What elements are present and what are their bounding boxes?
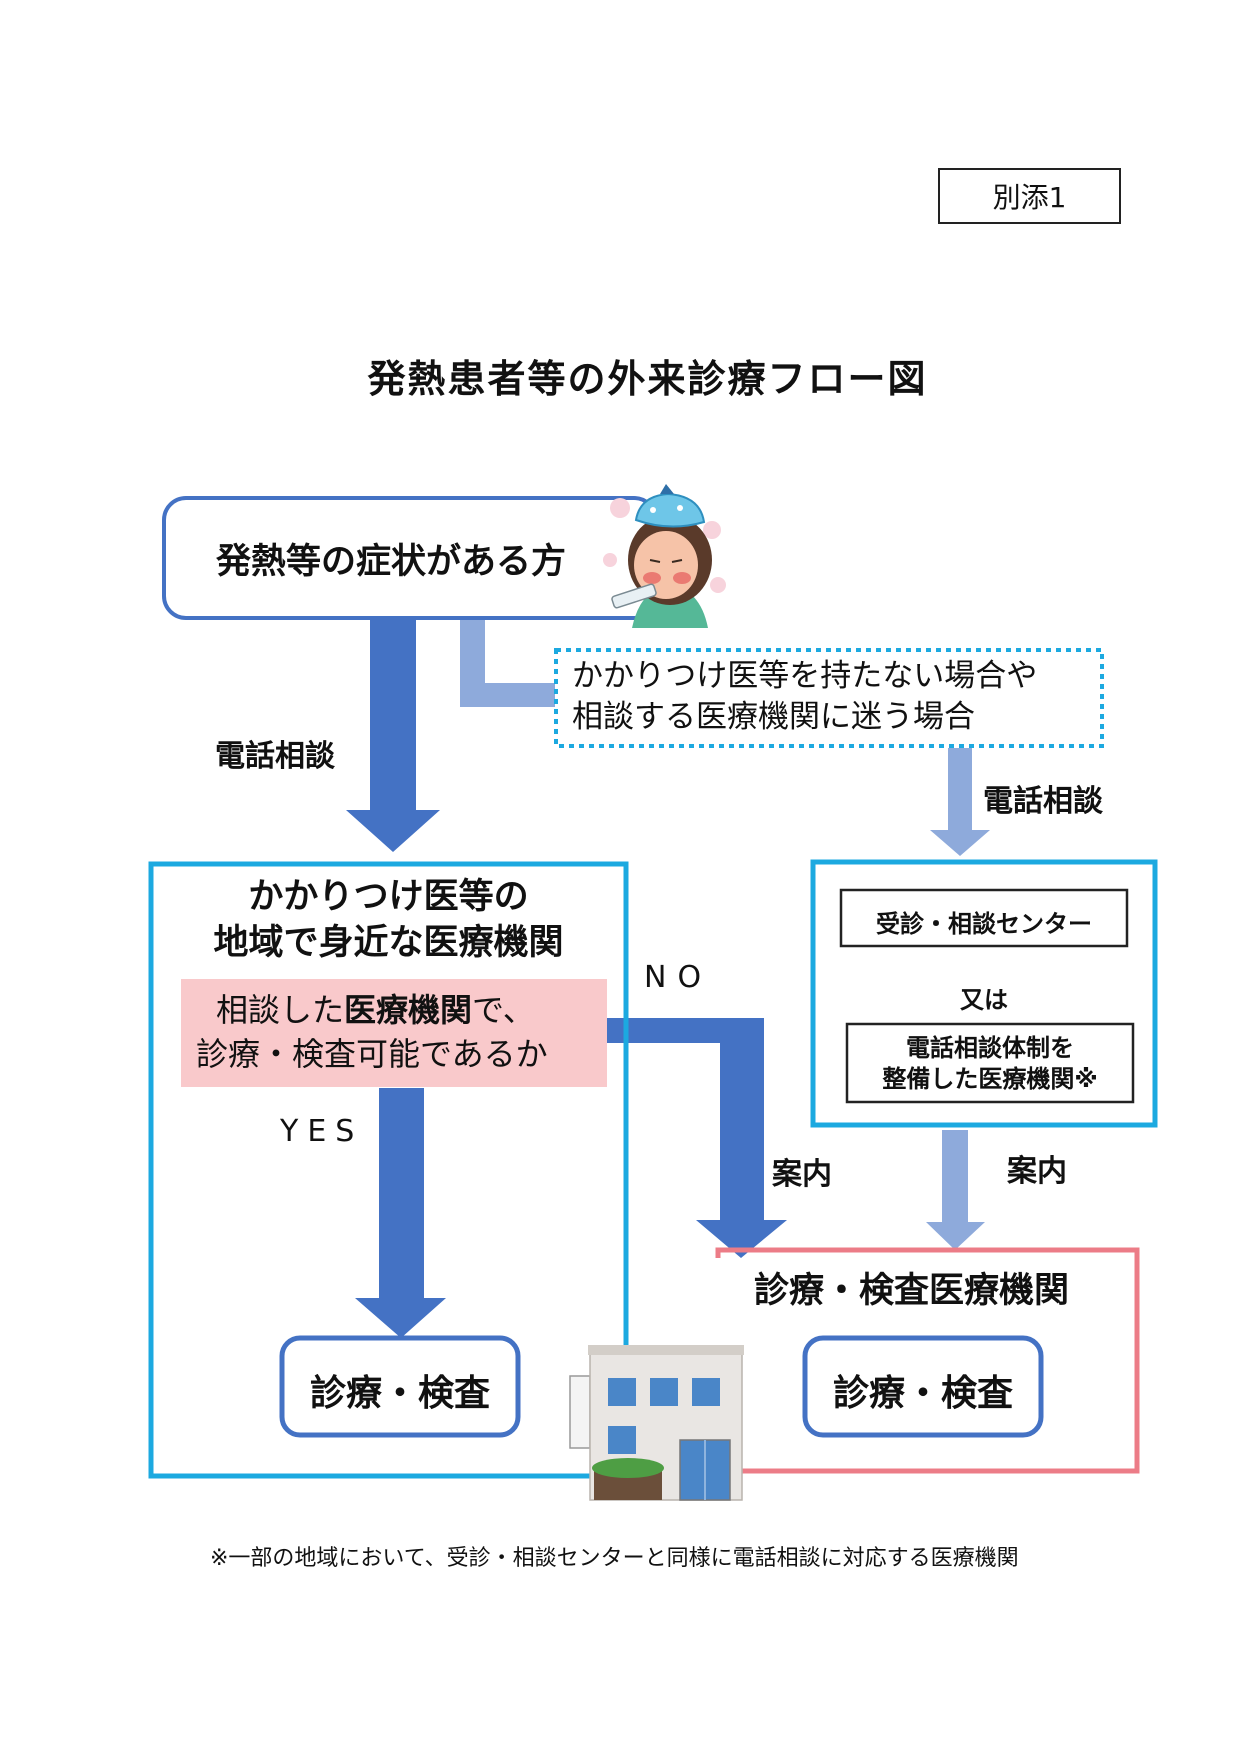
question-line1: 相談した医療機関で、: [196, 988, 548, 1032]
question-line2: 診療・検査可能であるか: [196, 1035, 548, 1073]
consult-center-or: 又は: [960, 986, 1008, 1014]
no-doctor-line1: かかりつけ医等を持たない場合や: [572, 658, 1038, 694]
exam-right-frame: [802, 1335, 1044, 1438]
arrow-phone-consult-right: [930, 748, 990, 856]
exam-facility-title: 診療・検査医療機関: [754, 1271, 1070, 1311]
exam-facility-frame: [715, 1247, 1140, 1474]
page-title: 発熱患者等の外来診療フロー図: [367, 357, 928, 401]
question-line1-post: で、: [472, 991, 535, 1029]
phone-consult-right-label: 電話相談: [983, 784, 1103, 819]
footnote: ※一部の地域において、受診・相談センターと同様に電話相談に対応する医療機関: [210, 1546, 1019, 1571]
exam-left-label: 診療・検査: [309, 1373, 490, 1414]
family-doctor-heading: かかりつけ医等の 地域で身近な医療機関: [151, 874, 626, 966]
attachment-label: 別添1: [938, 168, 1121, 224]
consult-center-item2-line1: 電話相談体制を: [906, 1034, 1074, 1062]
arrow-phone-consult-left: [346, 615, 440, 852]
consult-center-item2: 電話相談体制を 整備した医療機関※: [847, 1033, 1133, 1095]
question-text: 相談した医療機関で、 診療・検査可能であるか: [196, 988, 548, 1076]
consult-center-item2-line2: 整備した医療機関※: [882, 1065, 1098, 1093]
item2-frame: [845, 1022, 1135, 1104]
guide-left-label: 案内: [772, 1157, 832, 1192]
sick-patient-icon: [603, 484, 726, 628]
exam-left-frame: [279, 1335, 521, 1438]
connector-to-no-doctor: [460, 615, 555, 707]
no-doctor-box-frame: [554, 648, 1104, 748]
family-doctor-frame: [148, 861, 629, 1479]
yes-label: YES: [280, 1114, 364, 1149]
no-doctor-line2: 相談する医療機関に迷う場合: [572, 699, 975, 735]
arrow-no: [606, 1018, 787, 1258]
item1-frame: [839, 888, 1129, 948]
guide-right-label: 案内: [1007, 1154, 1067, 1189]
family-doctor-line1: かかりつけ医等の: [248, 877, 529, 917]
consult-center-item1: 受診・相談センター: [876, 910, 1092, 938]
no-label: NO: [644, 960, 713, 995]
question-fill: [181, 979, 607, 1087]
no-doctor-box: かかりつけ医等を持たない場合や 相談する医療機関に迷う場合: [572, 656, 1037, 738]
question-line1-pre: 相談した: [216, 991, 345, 1029]
question-line1-bold: 医療機関: [344, 991, 473, 1029]
exam-right-label: 診療・検査: [832, 1373, 1013, 1414]
arrow-yes: [355, 1088, 446, 1338]
patient-box-label: 発熱等の症状がある方: [216, 542, 567, 582]
hospital-building-icon: [569, 1345, 744, 1501]
arrow-guide-right: [926, 1130, 985, 1250]
family-doctor-line2: 地域で身近な医療機関: [213, 923, 564, 963]
phone-consult-left-label: 電話相談: [215, 739, 335, 774]
